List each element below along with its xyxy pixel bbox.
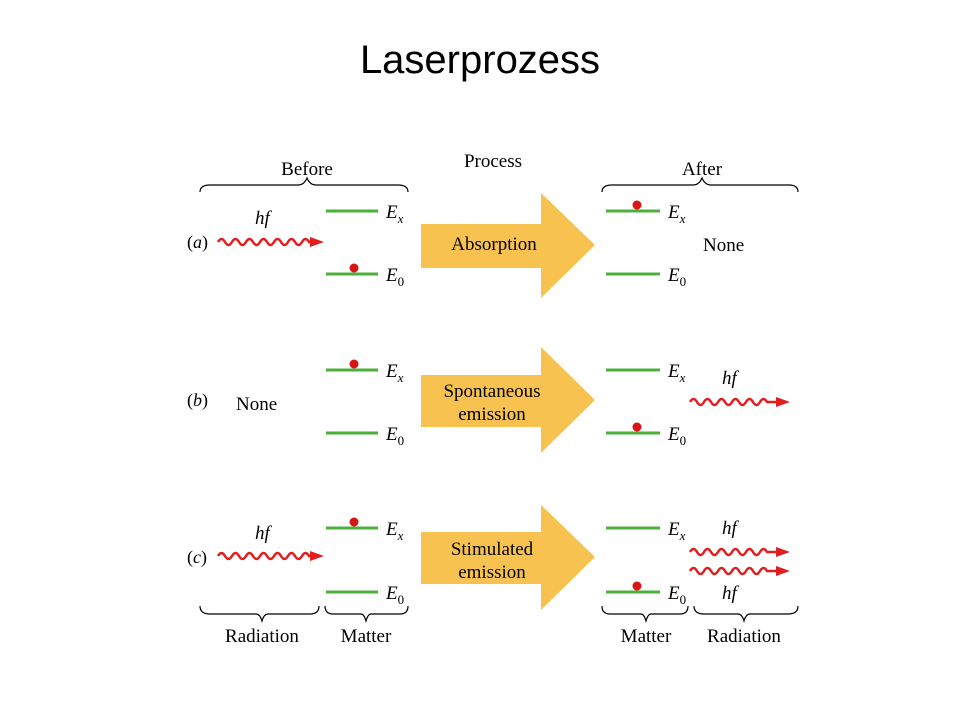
excited-level-label: Ex: [667, 519, 686, 543]
photon-incoming-c: hf: [216, 523, 324, 561]
levels-after-b: Ex E0: [606, 361, 686, 448]
ground-level-label: E0: [385, 265, 404, 289]
levels-before-a: Ex E0: [326, 202, 404, 289]
levels-after-a: Ex E0: [606, 202, 686, 289]
process-label-spontaneous: Spontaneous: [443, 381, 540, 402]
brace-left-radiation: [199, 605, 320, 624]
footer-label-matter-left: Matter: [341, 626, 392, 647]
process-label-absorption: Absorption: [451, 234, 537, 255]
electron-before-a: [349, 263, 359, 273]
process-label-emission-c: emission: [458, 562, 526, 583]
process-arrow-absorption: Absorption: [421, 193, 595, 298]
excited-level-label: Ex: [385, 202, 404, 226]
photon-label: hf: [255, 208, 273, 229]
ground-level-label: E0: [385, 583, 404, 607]
header-process: Process: [464, 151, 522, 172]
header-after: After: [682, 159, 723, 180]
header-before: Before: [281, 159, 333, 180]
brace-after: [601, 176, 799, 193]
electron-after-a: [632, 200, 642, 210]
electron-before-b: [349, 359, 359, 369]
none-label-before-b: None: [236, 394, 277, 415]
levels-after-c: Ex E0: [606, 519, 686, 607]
brace-right-radiation: [693, 605, 799, 624]
photon-label: hf: [255, 523, 273, 544]
none-label-after-a: None: [703, 235, 744, 256]
footer-label-radiation-right: Radiation: [707, 626, 781, 647]
excited-level-label: Ex: [667, 202, 686, 226]
process-arrow-stimulated-emission: Stimulated emission: [421, 505, 595, 610]
footer-label-radiation-left: Radiation: [225, 626, 299, 647]
electron-after-c: [632, 581, 642, 591]
excited-level-label: Ex: [385, 361, 404, 385]
photon-outgoing-c-upper: hf: [688, 518, 790, 557]
brace-right-matter: [601, 605, 689, 624]
row-label-b: (b): [187, 390, 208, 411]
ground-level-label: E0: [667, 265, 686, 289]
process-label-stimulated: Stimulated: [451, 539, 534, 560]
brace-left-matter: [324, 605, 409, 624]
process-arrow-spontaneous-emission: Spontaneous emission: [421, 347, 595, 453]
page-title: Laserprozess: [359, 38, 601, 82]
photon-label: hf: [722, 518, 740, 539]
excited-level-label: Ex: [385, 519, 404, 543]
ground-level-label: E0: [385, 424, 404, 448]
levels-before-b: Ex E0: [326, 361, 404, 448]
photon-incoming-a: hf: [216, 208, 324, 247]
row-label-a: (a): [187, 232, 208, 253]
ground-level-label: E0: [667, 583, 686, 607]
ground-level-label: E0: [667, 424, 686, 448]
process-label-emission-b: emission: [458, 404, 526, 425]
row-label-c: (c): [187, 547, 207, 568]
levels-before-c: Ex E0: [326, 519, 404, 607]
electron-before-c: [349, 517, 359, 527]
photon-outgoing-c-lower: hf: [688, 566, 790, 604]
photon-label: hf: [722, 368, 740, 389]
electron-after-b: [632, 422, 642, 432]
footer-label-matter-right: Matter: [621, 626, 672, 647]
excited-level-label: Ex: [667, 361, 686, 385]
photon-outgoing-b: hf: [688, 368, 790, 407]
brace-before: [199, 176, 409, 193]
photon-label: hf: [722, 583, 740, 604]
